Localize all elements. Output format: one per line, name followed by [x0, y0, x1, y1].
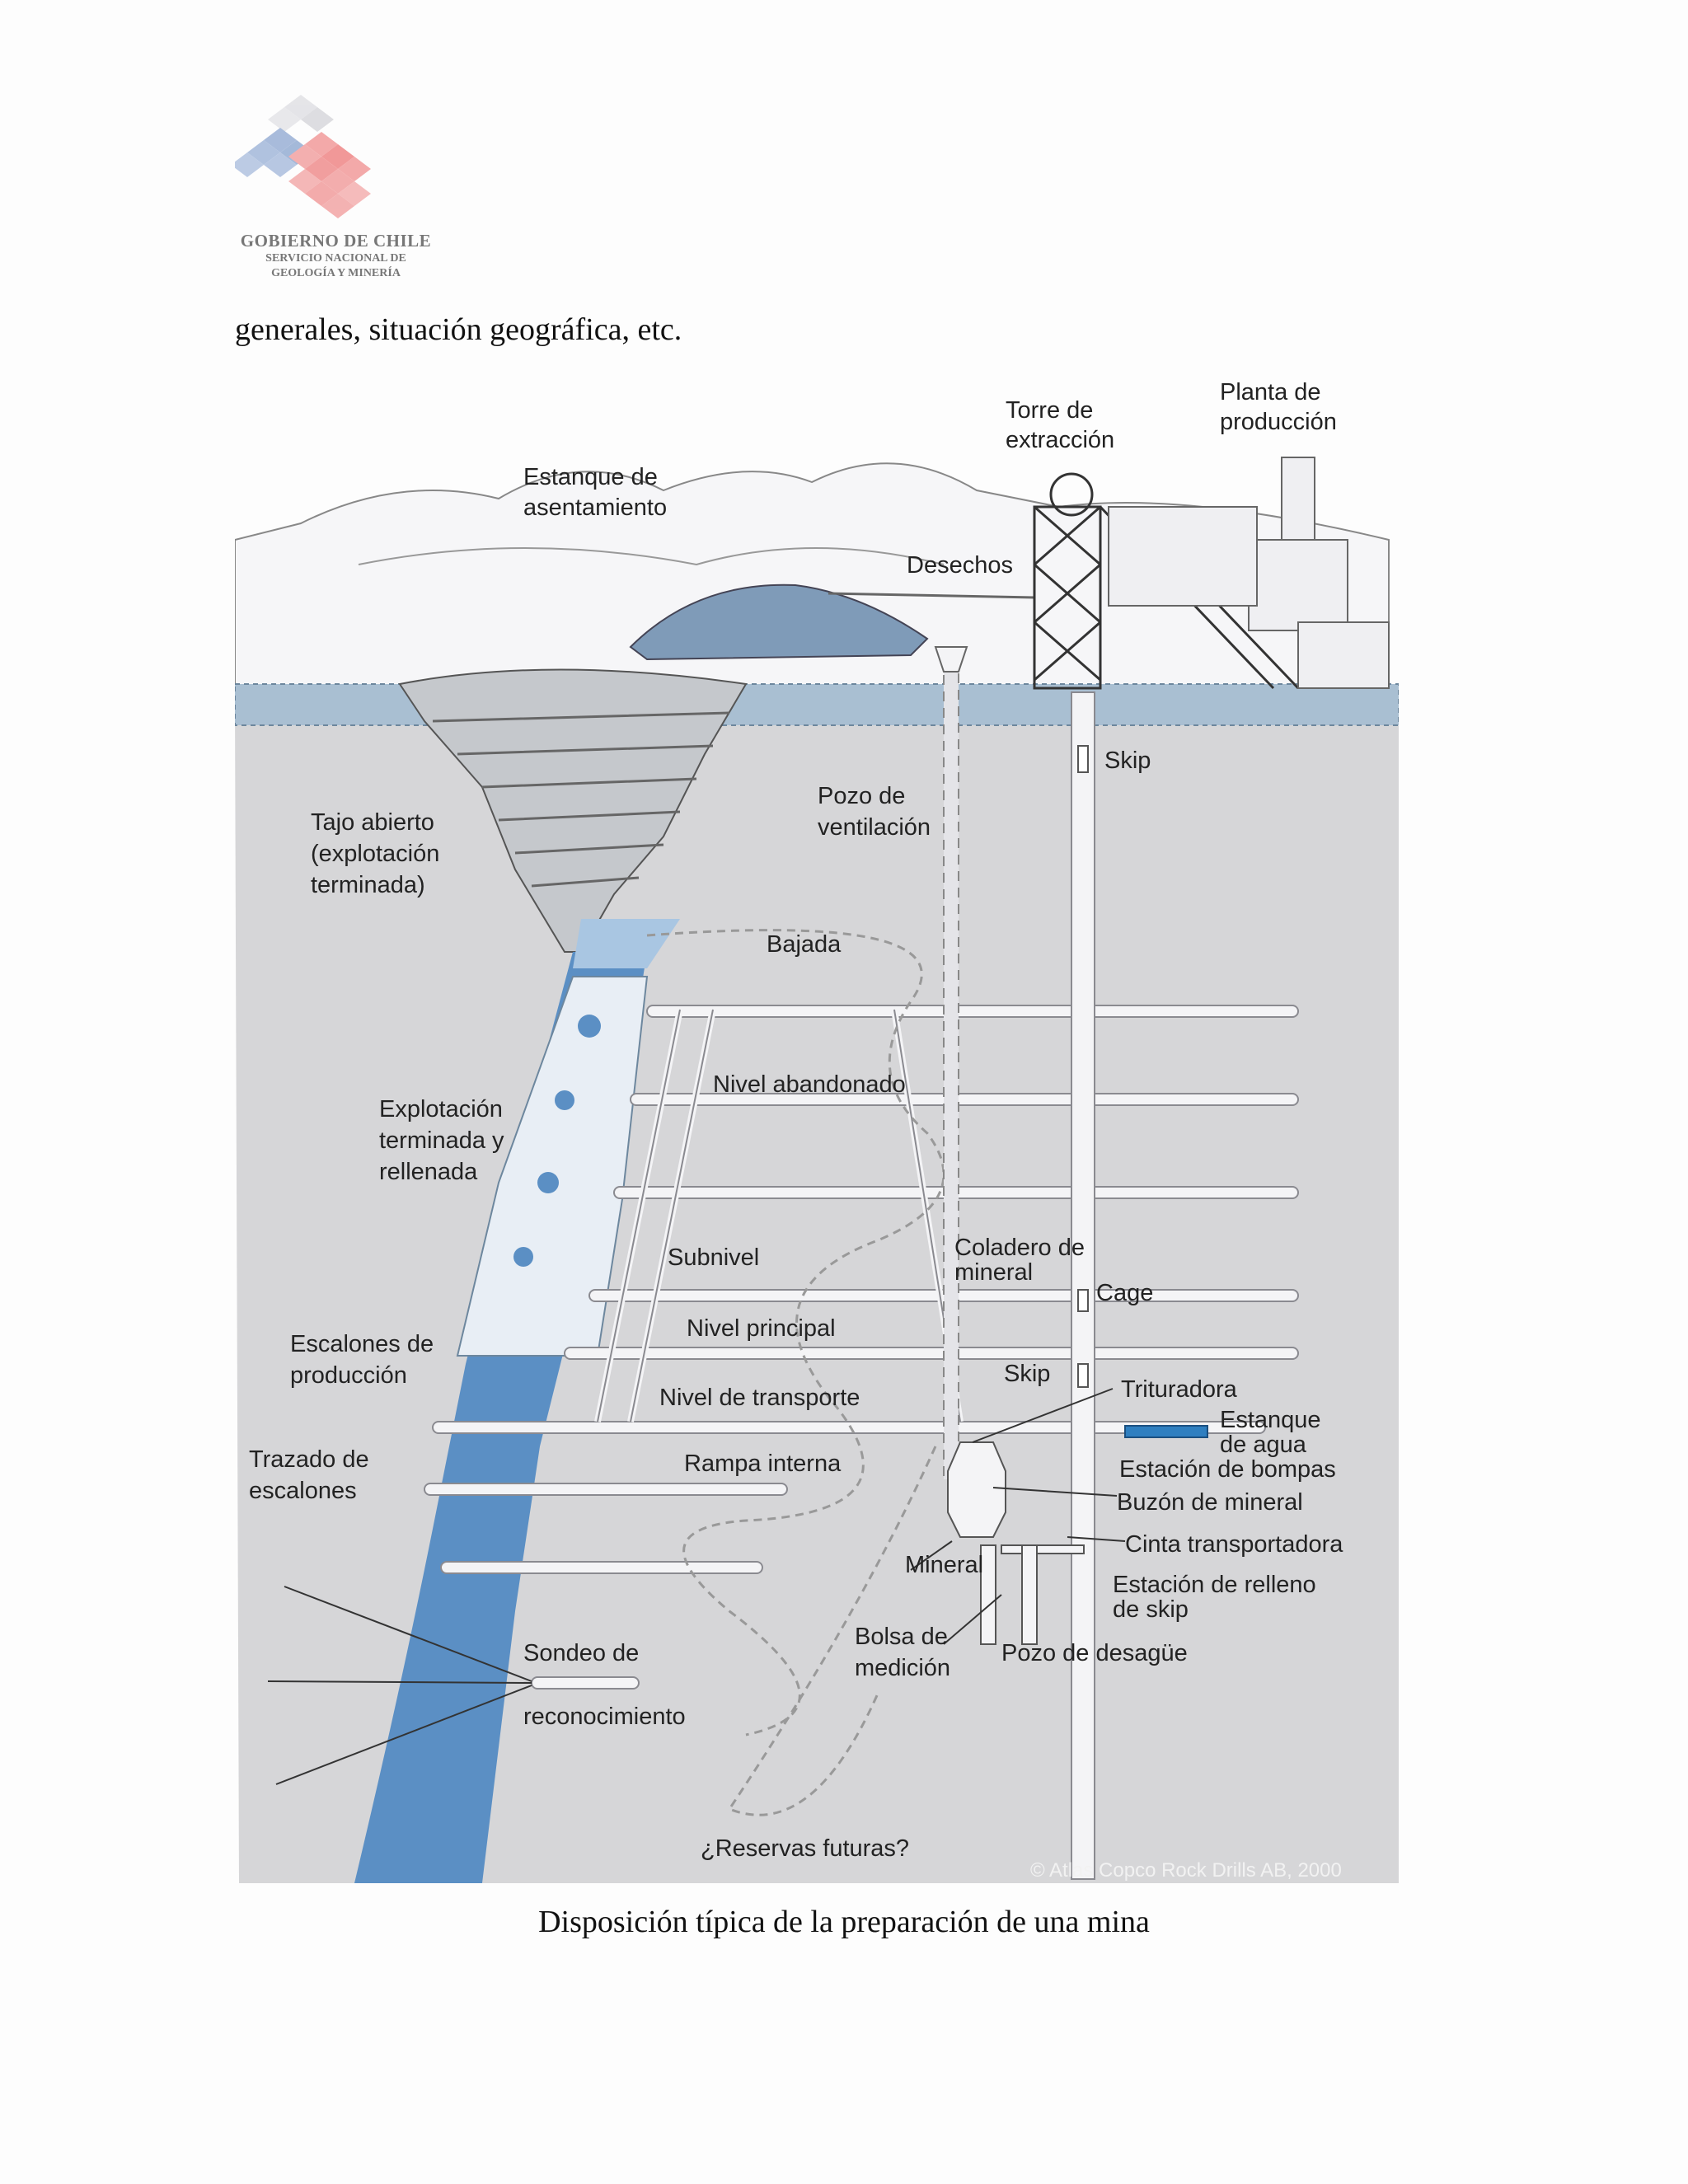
label-nivel-transporte: Nivel de transporte: [659, 1385, 860, 1411]
label-estanque-agua-2: de agua: [1220, 1432, 1307, 1458]
label-cinta-transportadora: Cinta transportadora: [1125, 1531, 1343, 1558]
svg-text:Coladero de: Coladero de: [954, 1235, 1085, 1261]
label-explot-2: terminada y: [379, 1127, 504, 1154]
mine-diagram: Torre de extracción Planta de producción…: [235, 375, 1399, 1887]
logo-title: GOBIERNO DE CHILE: [240, 231, 432, 251]
label-estanque-2: asentamiento: [523, 494, 667, 521]
svg-text:Estanque de: Estanque de: [523, 464, 658, 490]
logo-subtitle-1: SERVICIO NACIONAL DE: [265, 252, 406, 265]
svg-text:de agua: de agua: [1220, 1432, 1307, 1458]
label-desechos: Desechos: [907, 552, 1013, 579]
label-subnivel: Subnivel: [668, 1244, 759, 1271]
label-nivel-principal: Nivel principal: [687, 1315, 836, 1342]
label-estacion-bombas: Estación de bompas: [1119, 1456, 1336, 1483]
label-buzon-mineral: Buzón de mineral: [1117, 1489, 1303, 1516]
svg-text:Tajo abierto: Tajo abierto: [311, 809, 434, 836]
label-planta-2: producción: [1220, 409, 1337, 435]
svg-text:Torre de: Torre de: [1006, 397, 1093, 424]
svg-text:ventilación: ventilación: [818, 814, 931, 841]
svg-text:producción: producción: [290, 1362, 407, 1389]
label-rampa-interna: Rampa interna: [684, 1451, 842, 1477]
svg-text:extracción: extracción: [1006, 427, 1114, 453]
label-planta-1: Planta de: [1220, 379, 1321, 405]
label-coladero-1: Coladero de: [954, 1235, 1085, 1261]
label-trazado-2: escalones: [249, 1478, 357, 1504]
svg-text:medición: medición: [855, 1655, 950, 1681]
svg-text:Explotación: Explotación: [379, 1096, 503, 1122]
gobierno-de-chile-logo: [235, 95, 371, 218]
svg-text:Estanque: Estanque: [1220, 1407, 1321, 1433]
label-coladero-2: mineral: [954, 1259, 1033, 1286]
svg-text:rellenada: rellenada: [379, 1159, 478, 1185]
label-mineral: Mineral: [905, 1552, 983, 1578]
label-bolsa-2: medición: [855, 1655, 950, 1681]
svg-text:de skip: de skip: [1113, 1596, 1189, 1623]
svg-text:Bolsa de: Bolsa de: [855, 1624, 948, 1650]
label-estanque-1: Estanque de: [523, 464, 658, 490]
label-torre-2: extracción: [1006, 427, 1114, 453]
svg-text:Escalones de: Escalones de: [290, 1331, 434, 1357]
label-pozo-vent-2: ventilación: [818, 814, 931, 841]
label-sondeo-2: reconocimiento: [523, 1704, 686, 1730]
svg-text:Planta de: Planta de: [1220, 379, 1321, 405]
label-nivel-abandonado: Nivel abandonado: [713, 1071, 906, 1098]
label-tajo-2: (explotación: [311, 841, 439, 867]
label-relleno-2: de skip: [1113, 1596, 1189, 1623]
label-bolsa-1: Bolsa de: [855, 1624, 948, 1650]
label-trituradora: Trituradora: [1121, 1376, 1238, 1403]
label-pozo-desague: Pozo de desagüe: [1001, 1640, 1188, 1666]
label-skip-low: Skip: [1004, 1361, 1050, 1387]
intro-text: generales, situación geográfica, etc.: [235, 312, 682, 347]
label-trazado-1: Trazado de: [249, 1446, 369, 1473]
svg-text:escalones: escalones: [249, 1478, 357, 1504]
svg-text:Estación de relleno: Estación de relleno: [1113, 1572, 1316, 1598]
svg-text:producción: producción: [1220, 409, 1337, 435]
svg-text:mineral: mineral: [954, 1259, 1033, 1286]
label-tajo-1: Tajo abierto: [311, 809, 434, 836]
label-skip-top: Skip: [1104, 748, 1151, 774]
svg-text:asentamiento: asentamiento: [523, 494, 667, 521]
label-bajada: Bajada: [767, 931, 842, 958]
svg-text:Trazado de: Trazado de: [249, 1446, 369, 1473]
logo-subtitle-2: GEOLOGÍA Y MINERÍA: [271, 267, 401, 279]
svg-text:Pozo de: Pozo de: [818, 783, 905, 809]
label-escalones-2: producción: [290, 1362, 407, 1389]
label-tajo-3: terminada): [311, 872, 425, 898]
svg-text:terminada): terminada): [311, 872, 425, 898]
label-reservas-futuras: ¿Reservas futuras?: [701, 1835, 909, 1862]
svg-text:(explotación: (explotación: [311, 841, 439, 867]
label-explot-3: rellenada: [379, 1159, 478, 1185]
label-cage: Cage: [1096, 1280, 1153, 1306]
svg-text:terminada y: terminada y: [379, 1127, 504, 1154]
label-torre-1: Torre de: [1006, 397, 1093, 424]
label-sondeo-1: Sondeo de: [523, 1640, 639, 1666]
label-explot-1: Explotación: [379, 1096, 503, 1122]
label-escalones-1: Escalones de: [290, 1331, 434, 1357]
label-relleno-1: Estación de relleno: [1113, 1572, 1316, 1598]
label-estanque-agua-1: Estanque: [1220, 1407, 1321, 1433]
label-copyright: © Atlas Copco Rock Drills AB, 2000: [1030, 1859, 1342, 1882]
figure-caption: Disposición típica de la preparación de …: [538, 1905, 1150, 1939]
label-pozo-vent-1: Pozo de: [818, 783, 905, 809]
